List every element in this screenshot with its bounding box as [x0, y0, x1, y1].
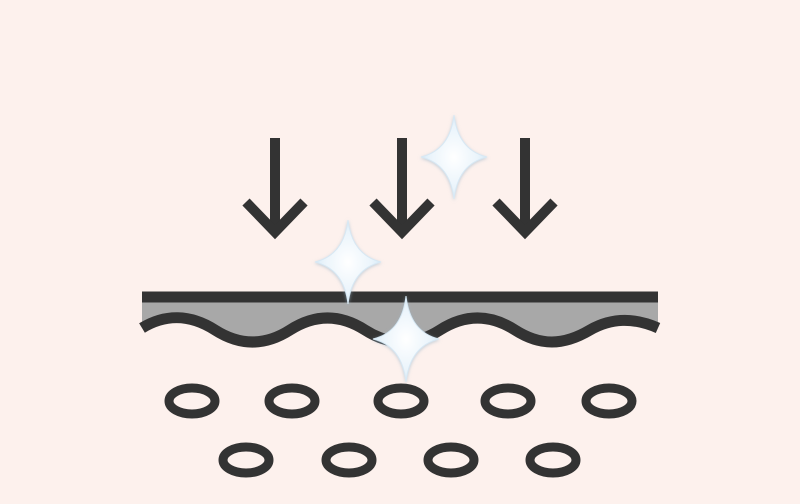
cell-icon — [480, 383, 536, 419]
cell-icon — [373, 383, 429, 419]
cell-icon — [218, 442, 274, 478]
cell-icon — [164, 383, 220, 419]
sparkle-icon — [420, 114, 488, 200]
cell-icon — [264, 383, 320, 419]
arrow-down-icon — [492, 138, 558, 240]
cell-icon — [423, 442, 479, 478]
cell-icon — [321, 442, 377, 478]
sparkle-icon — [372, 295, 440, 383]
arrow-down-icon — [242, 138, 308, 240]
arrow-down-icon — [369, 138, 435, 240]
sparkle-icon — [314, 219, 382, 305]
cell-icon — [581, 383, 637, 419]
cell-icon — [525, 442, 581, 478]
